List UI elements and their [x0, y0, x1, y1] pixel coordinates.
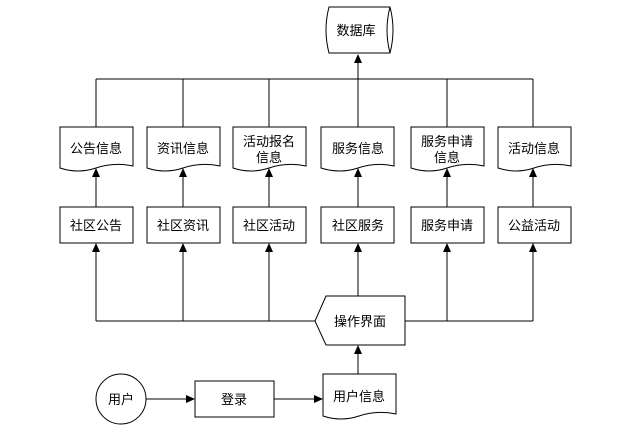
document-line: 资讯信息 — [157, 141, 209, 157]
module-box — [497, 206, 572, 244]
user-login-arrowhead — [186, 395, 195, 403]
document-shape — [232, 126, 307, 172]
module-label: 社区公告 — [70, 218, 122, 234]
bus-mod-1-arrowhead — [92, 243, 100, 252]
module-community-announcement: 社区公告 — [59, 206, 134, 244]
userinfo-arrowhead — [354, 345, 362, 354]
document-shape — [410, 126, 485, 172]
bus-mod-2-arrowhead — [179, 243, 187, 252]
bus-mod-4-arrowhead — [354, 243, 362, 252]
document-shape — [497, 126, 572, 172]
module-label: 服务申请 — [421, 218, 473, 234]
document-activity-info: 活动信息 — [497, 126, 572, 172]
database-side-arc — [386, 6, 391, 54]
document-line: 活动信息 — [508, 141, 560, 157]
database-node: 数据库 — [325, 6, 394, 54]
mod-2-arrowhead — [179, 168, 187, 177]
module-box — [410, 206, 485, 244]
connectors — [92, 54, 537, 403]
db-arrowhead — [354, 54, 362, 63]
module-row: 社区公告 社区资讯 社区活动 社区服务 服务申请 公益活动 — [59, 206, 572, 244]
module-box — [320, 206, 395, 244]
mod-6-arrowhead — [529, 168, 537, 177]
user-label: 用户 — [108, 392, 134, 408]
document-service-request-info: 服务申请 信息 — [410, 126, 485, 172]
user-info-label: 用户信息 — [333, 389, 385, 405]
mod-5-arrowhead — [443, 168, 451, 177]
module-label: 公益活动 — [508, 219, 560, 234]
database-label: 数据库 — [336, 23, 375, 39]
mod-4-arrowhead — [354, 168, 362, 177]
document-shape — [59, 126, 134, 172]
document-shape — [146, 126, 221, 172]
document-announcement-info: 公告信息 — [59, 126, 134, 172]
bus-mod-6-arrowhead — [529, 243, 537, 252]
document-line: 信息 — [256, 150, 282, 166]
module-box — [232, 206, 307, 244]
module-box — [146, 206, 221, 244]
document-service-info: 服务信息 — [320, 126, 395, 172]
document-line: 活动报名 — [243, 134, 295, 150]
document-line: 公告信息 — [70, 141, 122, 157]
interface-shape — [314, 295, 406, 346]
login-node: 登录 — [194, 380, 275, 418]
document-shape — [320, 126, 395, 172]
document-line: 服务信息 — [332, 141, 384, 157]
login-label: 登录 — [221, 393, 247, 408]
module-label: 社区资讯 — [157, 218, 209, 234]
module-label: 社区活动 — [243, 218, 295, 234]
user-info-node: 用户信息 — [322, 373, 397, 420]
user-info-shape — [322, 373, 397, 420]
interface-node: 操作界面 — [314, 295, 406, 346]
document-news-info: 资讯信息 — [146, 126, 221, 172]
module-service-request: 服务申请 — [410, 206, 485, 244]
mod-3-arrowhead — [265, 168, 273, 177]
document-activity-signup-info: 活动报名 信息 — [232, 126, 307, 172]
login-userinfo-arrowhead — [314, 395, 323, 403]
login-box — [194, 380, 275, 418]
document-line: 信息 — [434, 150, 460, 166]
mod-1-arrowhead — [92, 168, 100, 177]
bus-mod-3-arrowhead — [265, 243, 273, 252]
module-label: 社区服务 — [332, 218, 384, 234]
user-node: 用户 — [95, 373, 147, 425]
bus-mod-5-arrowhead — [443, 243, 451, 252]
document-line: 服务申请 — [421, 134, 473, 150]
module-community-service: 社区服务 — [320, 206, 395, 244]
module-community-news: 社区资讯 — [146, 206, 221, 244]
module-community-activity: 社区活动 — [232, 206, 307, 244]
module-public-welfare: 公益活动 — [497, 206, 572, 244]
module-box — [59, 206, 134, 244]
user-circle — [95, 373, 147, 425]
document-row: 公告信息 资讯信息 活动报名 信息 服务信息 服务申请 信息 活动信息 — [59, 126, 572, 172]
interface-label: 操作界面 — [334, 314, 386, 330]
